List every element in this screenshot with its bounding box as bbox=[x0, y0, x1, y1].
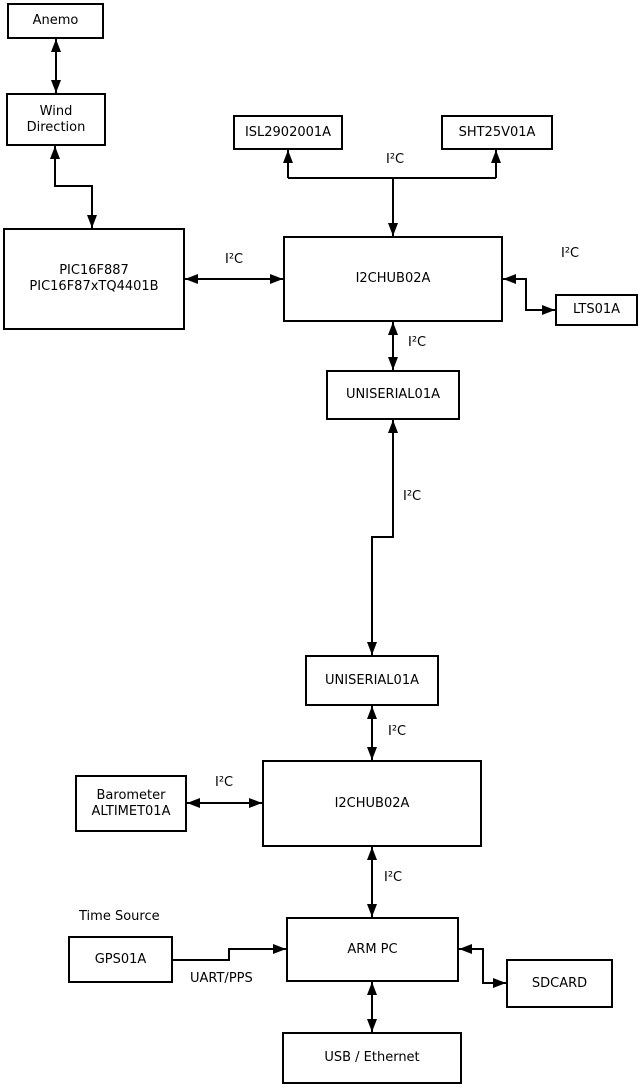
node-gps01a-label: GPS01A bbox=[94, 951, 147, 967]
node-arm-pc-label: ARM PC bbox=[347, 941, 398, 957]
node-sht25v01a: SHT25V01A bbox=[441, 115, 553, 150]
node-wind-direction-label: Wind Direction bbox=[26, 103, 86, 135]
node-barometer-altimet01a: Barometer ALTIMET01A bbox=[75, 775, 187, 832]
edge-label-i2c-hub2-armpc: I²C bbox=[384, 870, 403, 885]
node-uniserial01a-1: UNISERIAL01A bbox=[326, 370, 460, 420]
edge-label-i2c-pic-hub1: I²C bbox=[225, 252, 244, 267]
node-anemo: Anemo bbox=[7, 3, 104, 39]
node-uniserial01a-2-label: UNISERIAL01A bbox=[325, 672, 419, 688]
edge-label-i2c-hub1-uniserial1: I²C bbox=[408, 335, 427, 350]
node-usb-ethernet: USB / Ethernet bbox=[282, 1032, 462, 1084]
node-usb-ethernet-label: USB / Ethernet bbox=[324, 1050, 420, 1066]
node-lts01a-label: LTS01A bbox=[572, 302, 621, 318]
edge-label-time-source: Time Source bbox=[79, 909, 160, 924]
edge-label-i2c-uniserial2-hub2: I²C bbox=[388, 724, 407, 739]
node-lts01a: LTS01A bbox=[555, 294, 638, 326]
node-uniserial01a-1-label: UNISERIAL01A bbox=[346, 387, 440, 403]
node-sht25v01a-label: SHT25V01A bbox=[458, 124, 536, 140]
edge-label-uart-pps: UART/PPS bbox=[190, 971, 253, 986]
node-pic16f887-label: PIC16F887 PIC16F87xTQ4401B bbox=[29, 263, 159, 294]
node-i2chub02a-1: I2CHUB02A bbox=[283, 236, 503, 322]
node-i2chub02a-1-label: I2CHUB02A bbox=[355, 271, 431, 287]
node-sdcard-label: SDCARD bbox=[531, 975, 588, 991]
node-wind-direction: Wind Direction bbox=[6, 93, 106, 146]
node-pic16f887: PIC16F887 PIC16F87xTQ4401B bbox=[3, 228, 185, 330]
node-i2chub02a-2-label: I2CHUB02A bbox=[334, 795, 410, 811]
node-anemo-label: Anemo bbox=[32, 13, 79, 29]
edge-label-i2c-hub1-lts: I²C bbox=[561, 246, 580, 261]
node-isl2902001a-label: ISL2902001A bbox=[244, 124, 332, 140]
node-arm-pc: ARM PC bbox=[286, 917, 459, 982]
node-gps01a: GPS01A bbox=[68, 936, 173, 983]
node-isl2902001a: ISL2902001A bbox=[233, 115, 343, 150]
edge-label-i2c-sensor-bus: I²C bbox=[386, 152, 405, 167]
edge-label-i2c-barometer-hub2: I²C bbox=[215, 775, 234, 790]
node-barometer-altimet01a-label: Barometer ALTIMET01A bbox=[91, 787, 171, 819]
node-sdcard: SDCARD bbox=[506, 959, 613, 1008]
node-i2chub02a-2: I2CHUB02A bbox=[262, 760, 482, 847]
node-uniserial01a-2: UNISERIAL01A bbox=[305, 655, 439, 706]
edge-label-i2c-uniserial-link: I²C bbox=[403, 489, 422, 504]
